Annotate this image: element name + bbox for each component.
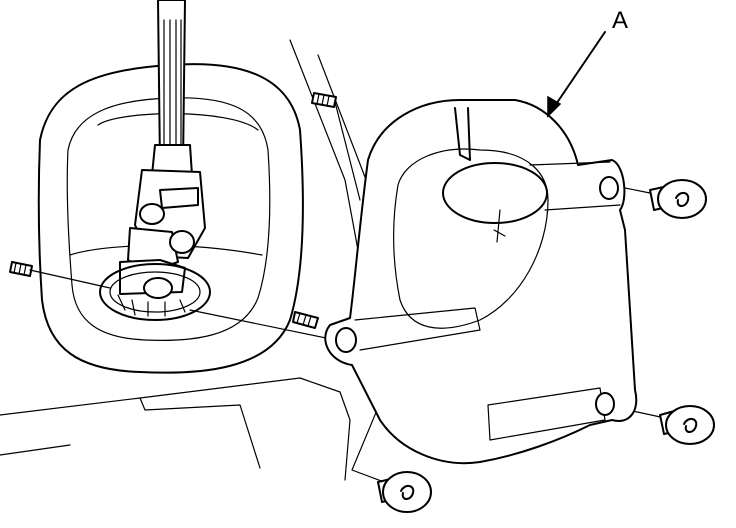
steering-column-cover — [324, 99, 638, 465]
callout-a-leader — [547, 31, 606, 118]
screw-left — [9, 261, 33, 277]
universal-joint — [119, 169, 206, 299]
screw-center — [292, 311, 319, 329]
screw-upper — [311, 92, 337, 108]
bolt-upper-right — [649, 179, 707, 219]
steering-shaft — [151, 0, 193, 176]
bolt-bottom — [377, 471, 432, 513]
shaft-grommet — [99, 263, 211, 321]
bolt-lower-right — [659, 405, 715, 445]
callout-a-label: A — [612, 7, 628, 34]
floor-panel-outline — [0, 39, 376, 481]
